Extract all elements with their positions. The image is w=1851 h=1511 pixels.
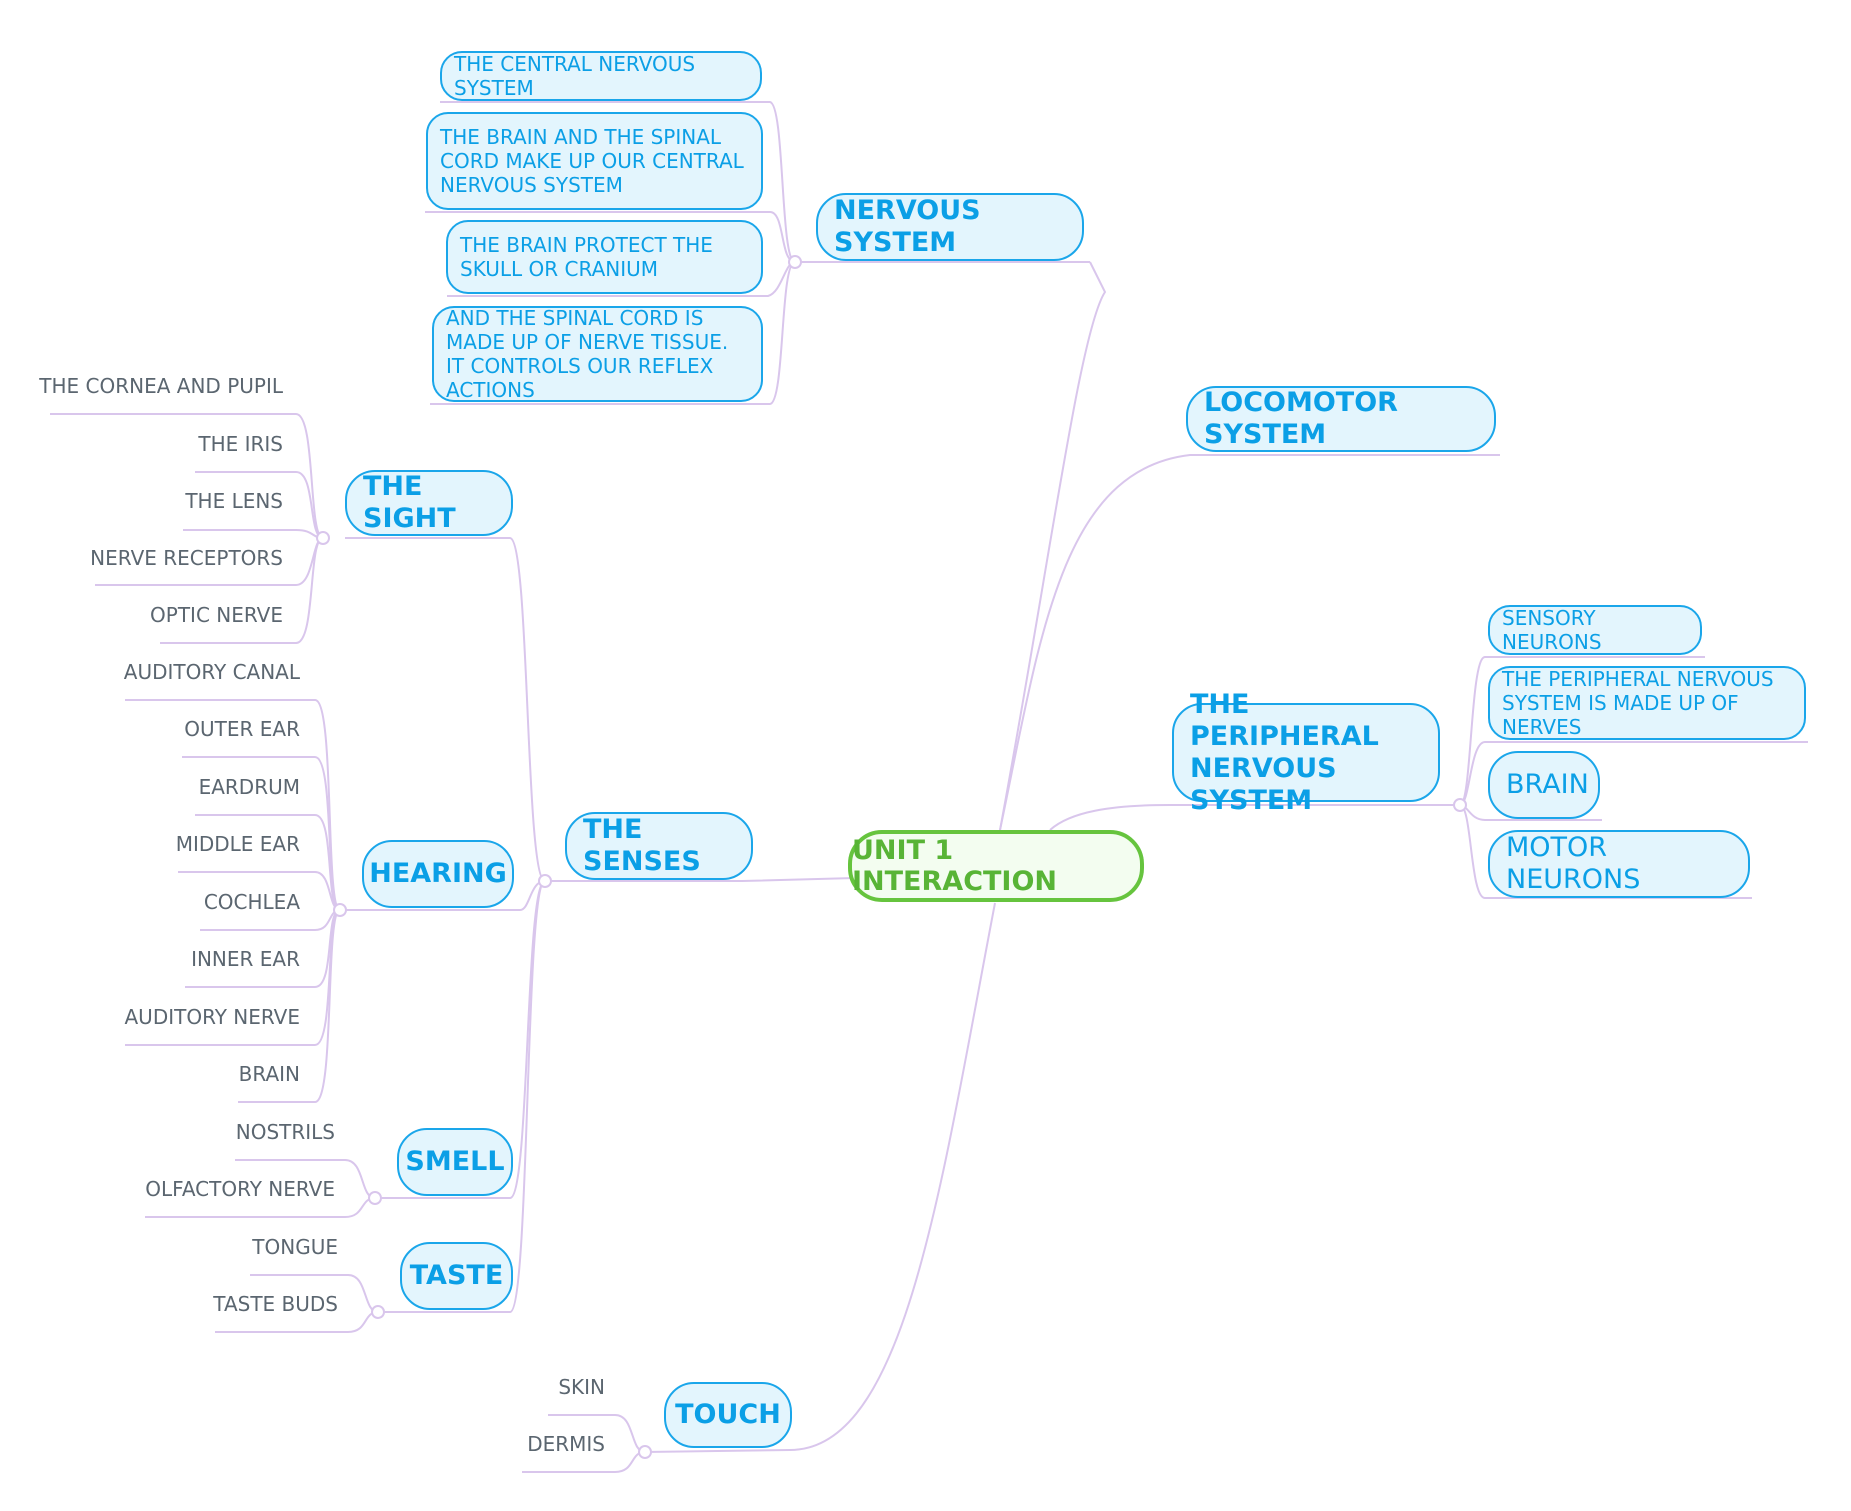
leaf-olfactory-nerve[interactable]: OLFACTORY NERVE bbox=[145, 1177, 335, 1201]
leaf-nerve-receptors[interactable]: NERVE RECEPTORS bbox=[90, 546, 283, 570]
leaf-middle-ear[interactable]: MIDDLE EAR bbox=[175, 832, 300, 856]
leaf-skin[interactable]: SKIN bbox=[558, 1375, 605, 1399]
leaf-the-iris[interactable]: THE IRIS bbox=[198, 432, 283, 456]
leaf-cornea-and-pupil[interactable]: THE CORNEA AND PUPIL bbox=[39, 374, 283, 398]
topic-the-senses[interactable]: THE SENSES bbox=[565, 812, 753, 880]
leaf-dermis[interactable]: DERMIS bbox=[527, 1432, 605, 1456]
topic-nervous-system[interactable]: NERVOUS SYSTEM bbox=[816, 193, 1084, 261]
subtopic-the-sight[interactable]: THE SIGHT bbox=[345, 470, 513, 536]
leaf-eardrum[interactable]: EARDRUM bbox=[198, 775, 300, 799]
leaf-tongue[interactable]: TONGUE bbox=[252, 1235, 338, 1259]
leaf-the-lens[interactable]: THE LENS bbox=[185, 489, 283, 513]
leaf-brain[interactable]: BRAIN bbox=[238, 1062, 300, 1086]
root-node[interactable]: UNIT 1 INTERACTION bbox=[848, 830, 1144, 902]
branch-point bbox=[1453, 798, 1467, 812]
leaf-outer-ear[interactable]: OUTER EAR bbox=[184, 717, 300, 741]
nervous-item-1[interactable]: THE CENTRAL NERVOUS SYSTEM bbox=[440, 51, 762, 101]
branch-point bbox=[538, 874, 552, 888]
peripheral-item-brain[interactable]: BRAIN bbox=[1488, 751, 1600, 819]
topic-peripheral-nervous-system[interactable]: THE PERIPHERAL NERVOUS SYSTEM bbox=[1172, 689, 1440, 816]
branch-point bbox=[638, 1445, 652, 1459]
leaf-cochlea[interactable]: COCHLEA bbox=[203, 890, 300, 914]
leaf-taste-buds[interactable]: TASTE BUDS bbox=[213, 1292, 338, 1316]
peripheral-item-motor-neurons[interactable]: MOTOR NEURONS bbox=[1488, 830, 1750, 898]
topic-touch[interactable]: TOUCH bbox=[664, 1382, 792, 1448]
nervous-item-4[interactable]: AND THE SPINAL CORD IS MADE UP OF NERVE … bbox=[432, 306, 763, 402]
nervous-item-2[interactable]: THE BRAIN AND THE SPINAL CORD MAKE UP OU… bbox=[426, 112, 763, 210]
subtopic-taste[interactable]: TASTE bbox=[400, 1242, 513, 1310]
branch-point bbox=[371, 1305, 385, 1319]
topic-locomotor-system[interactable]: LOCOMOTOR SYSTEM bbox=[1186, 386, 1496, 452]
leaf-auditory-nerve[interactable]: AUDITORY NERVE bbox=[124, 1005, 301, 1029]
subtopic-hearing[interactable]: HEARING bbox=[362, 840, 514, 908]
leaf-auditory-canal[interactable]: AUDITORY CANAL bbox=[123, 660, 300, 684]
branch-point bbox=[368, 1191, 382, 1205]
peripheral-item-made-of-nerves[interactable]: THE PERIPHERAL NERVOUS SYSTEM IS MADE UP… bbox=[1488, 666, 1806, 740]
branch-point bbox=[333, 903, 347, 917]
leaf-inner-ear[interactable]: INNER EAR bbox=[191, 947, 300, 971]
branch-point bbox=[316, 531, 330, 545]
peripheral-item-sensory-neurons[interactable]: SENSORY NEURONS bbox=[1488, 605, 1702, 655]
subtopic-smell[interactable]: SMELL bbox=[397, 1128, 513, 1196]
leaf-optic-nerve[interactable]: OPTIC NERVE bbox=[150, 603, 283, 627]
branch-point bbox=[788, 255, 802, 269]
leaf-nostrils[interactable]: NOSTRILS bbox=[235, 1120, 335, 1144]
nervous-item-3[interactable]: THE BRAIN PROTECT THE SKULL OR CRANIUM bbox=[446, 220, 763, 294]
